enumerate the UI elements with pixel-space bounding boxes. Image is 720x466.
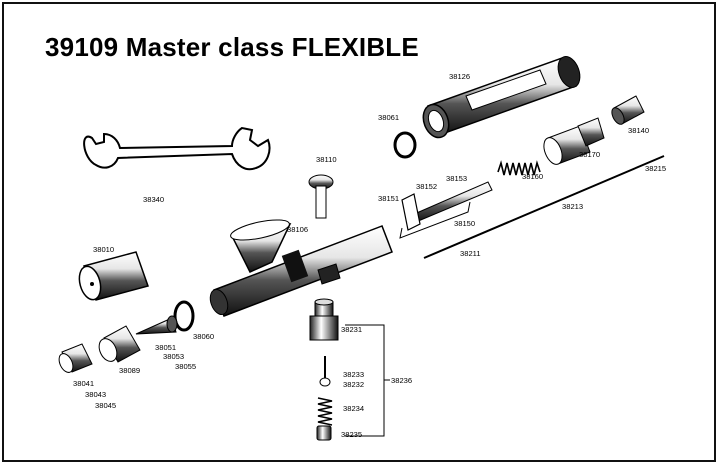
oring-38060 <box>173 300 195 332</box>
handle-38126 <box>422 56 581 139</box>
label-38041: 38041 <box>73 379 94 388</box>
label-38152: 38152 <box>416 182 437 191</box>
label-38060: 38060 <box>193 332 214 341</box>
label-38233: 38233 <box>343 370 364 379</box>
label-38235: 38235 <box>341 430 362 439</box>
label-38150: 38150 <box>454 219 475 228</box>
diagram-border <box>2 2 716 462</box>
label-38170: 38170 <box>579 150 600 159</box>
label-38213: 38213 <box>562 202 583 211</box>
label-38043: 38043 <box>85 390 106 399</box>
label-38215: 38215 <box>645 164 666 173</box>
needle-38215 <box>423 155 665 259</box>
label-38106: 38106 <box>287 225 308 234</box>
nozzle-38051 <box>135 315 178 335</box>
label-38234: 38234 <box>343 404 364 413</box>
diagram-title: 39109 Master class FLEXIBLE <box>45 32 419 62</box>
air-valve-38231 <box>309 298 339 341</box>
button-38110 <box>308 174 334 219</box>
label-38140: 38140 <box>628 126 649 135</box>
label-38061: 38061 <box>378 113 399 122</box>
label-38153: 38153 <box>446 174 467 183</box>
valve-screw-38235 <box>316 425 332 441</box>
label-38236: 38236 <box>391 376 412 385</box>
label-38160: 38160 <box>522 172 543 181</box>
label-38232: 38232 <box>343 380 364 389</box>
label-38089: 38089 <box>119 366 140 375</box>
label-38340: 38340 <box>143 195 164 204</box>
label-38126: 38126 <box>449 72 470 81</box>
fitting-38140 <box>611 95 645 125</box>
label-38151: 38151 <box>378 194 399 203</box>
airbrush-body-38106 <box>209 219 393 317</box>
label-38055: 38055 <box>175 362 196 371</box>
valve-stem-38233 <box>319 356 331 387</box>
label-38110: 38110 <box>316 155 337 164</box>
label-38051: 38051 <box>155 343 176 352</box>
label-38211: 38211 <box>460 249 481 258</box>
nozzle-head-38089 <box>98 325 141 363</box>
oring-38061 <box>393 131 417 159</box>
nozzle-cap-38041 <box>58 343 93 373</box>
wrench-38340 <box>83 126 271 171</box>
label-38045: 38045 <box>95 401 116 410</box>
label-38231: 38231 <box>341 325 362 334</box>
label-38010: 38010 <box>93 245 114 254</box>
nozzle-cap-38010 <box>78 251 149 301</box>
label-38053: 38053 <box>163 352 184 361</box>
trigger-assembly-38150 <box>399 181 493 239</box>
spring-38160 <box>497 160 541 176</box>
valve-spring-38234 <box>317 397 333 426</box>
cap-38170 <box>543 117 605 165</box>
